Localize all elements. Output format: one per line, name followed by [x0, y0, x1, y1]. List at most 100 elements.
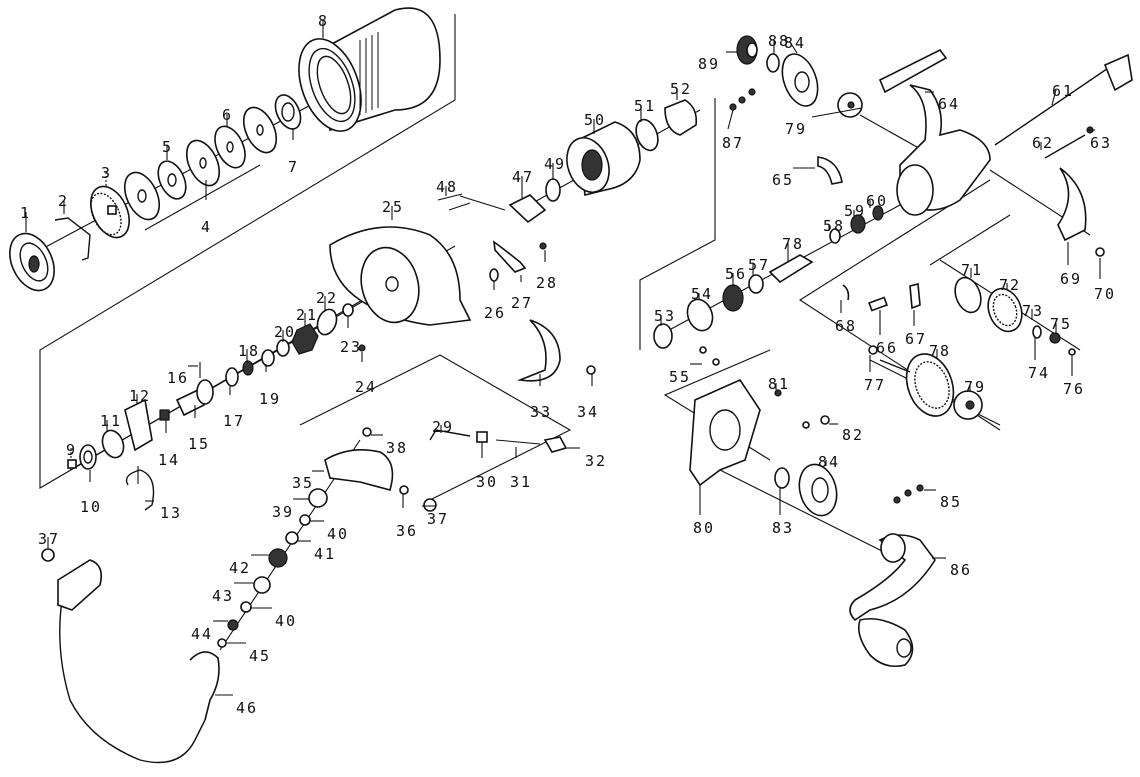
small-key-part	[67, 459, 77, 469]
part-label-60: 60	[866, 192, 888, 210]
part-label-20: 20	[274, 323, 296, 341]
ring-49-part	[545, 178, 561, 202]
spool-washer-part	[274, 94, 302, 130]
part-label-33: 33	[530, 403, 552, 421]
drag-washer-part	[185, 139, 221, 187]
plate-47-part	[508, 194, 547, 224]
bearing-79b-part	[953, 390, 983, 420]
stopper-spring-part	[125, 469, 155, 511]
part-label-29: 29	[432, 418, 454, 436]
screw-87-part	[729, 103, 737, 111]
part-label-89: 89	[698, 55, 720, 73]
side-cover-80-part	[689, 378, 761, 487]
part-label-22: 22	[316, 289, 338, 307]
washer-44-part	[227, 619, 239, 631]
bearing-56-part	[722, 284, 744, 312]
part-label-38: 38	[386, 439, 408, 457]
screw-38-part	[362, 427, 372, 437]
shaft-61-part	[994, 59, 1121, 146]
plunger-32-part	[543, 436, 568, 453]
screw-34-part	[586, 365, 596, 375]
part-label-27: 27	[511, 294, 533, 312]
ring-11-part	[101, 429, 125, 459]
part-label-81: 81	[768, 375, 790, 393]
washer-77-part	[868, 345, 878, 355]
part-label-63: 63	[1090, 134, 1112, 152]
part-label-45: 45	[249, 647, 271, 665]
screw-37b-part	[41, 548, 55, 562]
part-label-56: 56	[725, 265, 747, 283]
part-label-77: 77	[864, 376, 886, 394]
cap-84a-part	[781, 53, 819, 107]
pin-66-part	[868, 296, 888, 312]
cap-89-part	[736, 35, 758, 65]
washer-19-part	[261, 349, 275, 367]
cover-65-part	[817, 156, 843, 185]
ring-22-part	[316, 308, 338, 336]
bail-wire-part	[59, 599, 206, 764]
part-label-25: 25	[382, 198, 404, 216]
part-label-3: 3	[101, 164, 112, 182]
part-label-85: 85	[940, 493, 962, 511]
part-label-79a: 79	[785, 120, 807, 138]
part-label-26: 26	[484, 304, 506, 322]
bail-arm-lever-part	[492, 240, 527, 273]
bearing-75-part	[1049, 332, 1061, 344]
part-label-68: 68	[835, 317, 857, 335]
cap-84b-part	[798, 463, 838, 517]
bail-holder-part	[57, 559, 103, 611]
bushing-40-part	[299, 514, 311, 526]
drag-washer-part	[123, 171, 161, 221]
part-label-28: 28	[536, 274, 558, 292]
part-label-12: 12	[129, 387, 151, 405]
part-label-15: 15	[188, 435, 210, 453]
screw-37-part	[423, 498, 437, 512]
part-label-88: 88	[768, 32, 790, 50]
part-label-53: 53	[654, 307, 676, 325]
part-label-82: 82	[842, 426, 864, 444]
washer-45-part	[217, 638, 227, 648]
spring-31-part	[495, 439, 541, 445]
part-label-31: 31	[510, 473, 532, 491]
part-label-17: 17	[223, 412, 245, 430]
collar-36-part	[399, 485, 409, 495]
bearing-60-part	[872, 205, 884, 221]
bushing-41-part	[285, 531, 299, 545]
washer-58-part	[829, 228, 841, 244]
bail-trip-part	[516, 319, 561, 382]
collar-52-part	[664, 99, 698, 136]
part-label-39: 39	[272, 503, 294, 521]
screw-81-part	[774, 389, 782, 397]
pin-62-part	[1044, 134, 1086, 159]
part-label-5: 5	[162, 138, 173, 156]
line-roller-support-part	[189, 651, 220, 721]
part-label-65: 65	[772, 171, 794, 189]
part-label-59: 59	[844, 202, 866, 220]
part-label-67: 67	[905, 330, 927, 348]
part-label-48: 48	[436, 178, 458, 196]
part-label-84b: 84	[818, 453, 840, 471]
part-label-37b: 37	[38, 530, 60, 548]
keyed-washer-part	[157, 160, 187, 200]
part-label-71: 71	[961, 261, 983, 279]
part-label-50: 50	[584, 111, 606, 129]
bushing-20-part	[276, 339, 290, 357]
part-label-47: 47	[512, 168, 534, 186]
part-label-66: 66	[876, 339, 898, 357]
collar-26-part	[489, 268, 499, 282]
nut-21-part	[291, 323, 319, 355]
spring-clip-part	[54, 217, 91, 261]
part-label-86: 86	[950, 561, 972, 579]
pin-29-part	[429, 429, 471, 441]
part-label-8: 8	[318, 12, 329, 30]
part-label-78a: 78	[782, 235, 804, 253]
pinion-group-bracket	[639, 98, 716, 350]
spool-washer-bracket	[144, 164, 261, 231]
part-label-70: 70	[1094, 285, 1116, 303]
gear-bracket-a	[929, 214, 1011, 266]
part-label-9: 9	[66, 441, 77, 459]
part-label-4: 4	[201, 218, 212, 236]
part-label-51: 51	[634, 97, 656, 115]
part-label-35: 35	[292, 474, 314, 492]
part-label-41: 41	[314, 545, 336, 563]
